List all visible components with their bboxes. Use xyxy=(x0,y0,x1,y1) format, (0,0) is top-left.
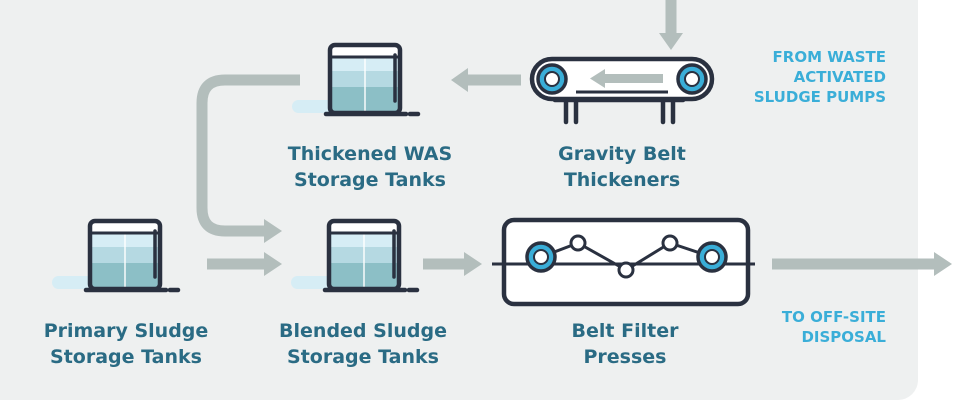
storage-tank-icon xyxy=(292,42,421,117)
gravity-belt-thickener-icon xyxy=(529,56,715,125)
belt-filter-label: Belt Filter Presses xyxy=(571,320,679,368)
belt-filter-press-icon xyxy=(492,217,755,307)
flow-arrows xyxy=(196,0,952,276)
arrow-was-to-blended-line xyxy=(196,74,300,237)
offsite-disposal-note: TO OFF-SITE DISPOSAL xyxy=(781,308,886,346)
arrow-primary-to-blended-head xyxy=(264,252,282,276)
arrow-to-disposal-head xyxy=(934,252,952,276)
arrow-was-to-blended-head xyxy=(264,219,282,243)
arrow-gbt-to-was-head xyxy=(451,68,468,92)
arrow-blended-to-bfp-head xyxy=(464,252,482,276)
arrow-inlet-head xyxy=(659,33,683,50)
gravity-belt-label: Gravity Belt Thickeners xyxy=(558,143,686,191)
storage-tank-icon xyxy=(52,218,181,293)
thickened-was-label: Thickened WAS Storage Tanks xyxy=(287,143,453,191)
from-was-note: FROM WASTE ACTIVATED SLUDGE PUMPS xyxy=(753,48,886,106)
blended-sludge-label: Blended Sludge Storage Tanks xyxy=(279,320,447,368)
primary-sludge-label: Primary Sludge Storage Tanks xyxy=(43,320,209,368)
diagram-panel xyxy=(0,0,918,400)
storage-tank-icon xyxy=(291,218,420,293)
